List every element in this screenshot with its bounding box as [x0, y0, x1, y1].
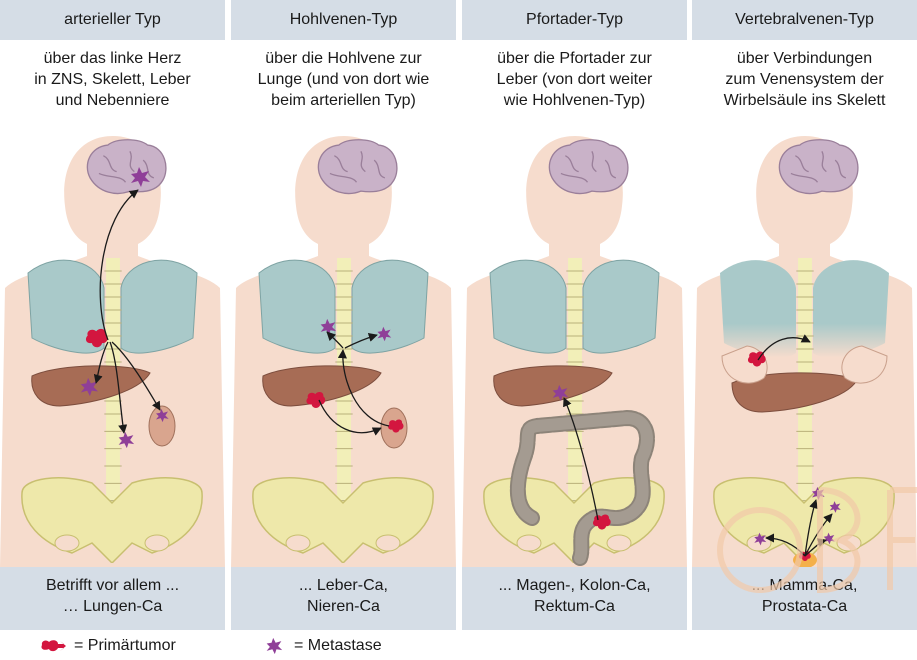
panel-header: arterieller Typ [0, 0, 225, 40]
panel-portal-vein: Pfortader-Typ über die Pfortader zur Leb… [462, 0, 687, 656]
panel-vena-cava: Hohlvenen-Typ über die Hohlvene zur Lung… [231, 0, 456, 656]
panel-footer: ... Magen-, Kolon-Ca, Rektum-Ca [462, 567, 687, 630]
legend-primary-label: = Primärtumor [74, 637, 176, 655]
panel-description: über Verbindungen zum Venensystem der Wi… [692, 48, 917, 111]
body-illustration [462, 128, 687, 568]
panel-description: über die Pfortader zur Leber (von dort w… [462, 48, 687, 111]
panel-arterial: arterieller Typ über das linke Herz in Z… [0, 0, 225, 656]
panel-header: Pfortader-Typ [462, 0, 687, 40]
body-illustration [0, 128, 225, 568]
panel-vertebral-vein: Vertebralvenen-Typ über Verbindungen zum… [692, 0, 917, 656]
panel-footer: ... Mamma-Ca, Prostata-Ca [692, 567, 917, 630]
footer-text: ... Leber-Ca, Nieren-Ca [231, 575, 456, 617]
footer-text: ... Magen-, Kolon-Ca, Rektum-Ca [462, 575, 687, 617]
panel-header: Vertebralvenen-Typ [692, 0, 917, 40]
metastasis-icon [262, 637, 286, 655]
panel-header: Hohlvenen-Typ [231, 0, 456, 40]
footer-text: Betrifft vor allem ... … Lungen-Ca [0, 575, 225, 617]
panel-footer: ... Leber-Ca, Nieren-Ca [231, 567, 456, 630]
body-illustration [692, 128, 917, 568]
panel-description: über das linke Herz in ZNS, Skelett, Leb… [0, 48, 225, 111]
body-illustration [231, 128, 456, 568]
panel-footer: Betrifft vor allem ... … Lungen-Ca [0, 567, 225, 630]
legend-primary: = Primärtumor [40, 636, 176, 656]
footer-text: ... Mamma-Ca, Prostata-Ca [692, 575, 917, 617]
legend-metastasis: = Metastase [262, 636, 382, 656]
primary-tumor-icon [40, 639, 66, 653]
panel-description: über die Hohlvene zur Lunge (und von dor… [231, 48, 456, 111]
legend-metastasis-label: = Metastase [294, 637, 382, 655]
